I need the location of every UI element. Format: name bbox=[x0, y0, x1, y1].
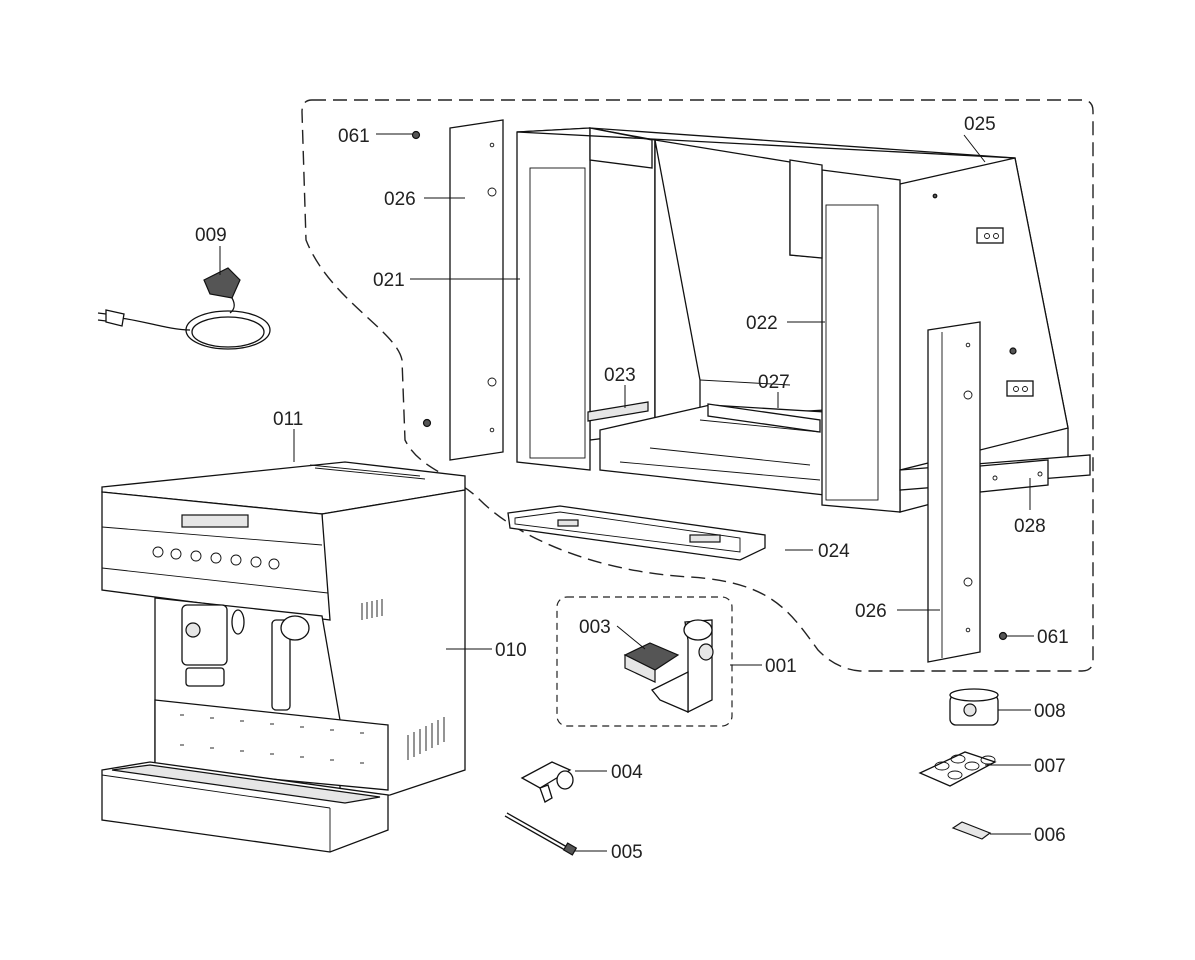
holder-001 bbox=[650, 619, 714, 714]
label-026-bottom: 026 bbox=[855, 601, 887, 622]
screw-icon-top bbox=[411, 130, 421, 140]
label-023: 023 bbox=[604, 365, 636, 386]
label-007: 007 bbox=[1034, 756, 1066, 777]
label-061-top: 061 bbox=[338, 126, 370, 147]
container-008 bbox=[949, 688, 999, 726]
accessory-group-boundary bbox=[556, 596, 733, 727]
tablet-sheet-007 bbox=[918, 751, 997, 787]
test-strip-006 bbox=[951, 821, 992, 840]
mounting-bracket-right bbox=[927, 321, 981, 663]
label-003: 003 bbox=[579, 617, 611, 638]
housing-group-boundary bbox=[301, 99, 1094, 672]
label-028: 028 bbox=[1014, 516, 1046, 537]
rail-027 bbox=[707, 403, 821, 433]
label-027: 027 bbox=[758, 372, 790, 393]
label-022: 022 bbox=[746, 313, 778, 334]
label-021: 021 bbox=[373, 270, 405, 291]
label-010: 010 bbox=[495, 640, 527, 661]
label-004: 004 bbox=[611, 762, 643, 783]
cleaning-block-003 bbox=[623, 642, 680, 683]
drip-tray-024 bbox=[507, 505, 766, 561]
label-006: 006 bbox=[1034, 825, 1066, 846]
label-061-bottom: 061 bbox=[1037, 627, 1069, 648]
housing-box bbox=[516, 127, 1069, 513]
label-024: 024 bbox=[818, 541, 850, 562]
control-buttons bbox=[152, 546, 280, 570]
screw-icon-bottom bbox=[998, 631, 1008, 641]
label-009: 009 bbox=[195, 225, 227, 246]
label-005: 005 bbox=[611, 842, 643, 863]
label-026-top: 026 bbox=[384, 189, 416, 210]
label-025: 025 bbox=[964, 114, 996, 135]
coffee-machine bbox=[101, 461, 466, 853]
screw-icon-mid bbox=[422, 418, 432, 428]
power-cord-icon bbox=[97, 267, 271, 350]
label-008: 008 bbox=[1034, 701, 1066, 722]
mounting-bracket-left bbox=[449, 119, 504, 461]
leader-lines bbox=[219, 133, 1034, 852]
label-011: 011 bbox=[273, 409, 303, 430]
brush-005 bbox=[504, 812, 578, 856]
strip-023 bbox=[587, 401, 649, 422]
key-004 bbox=[520, 761, 574, 803]
label-001: 001 bbox=[765, 656, 797, 677]
